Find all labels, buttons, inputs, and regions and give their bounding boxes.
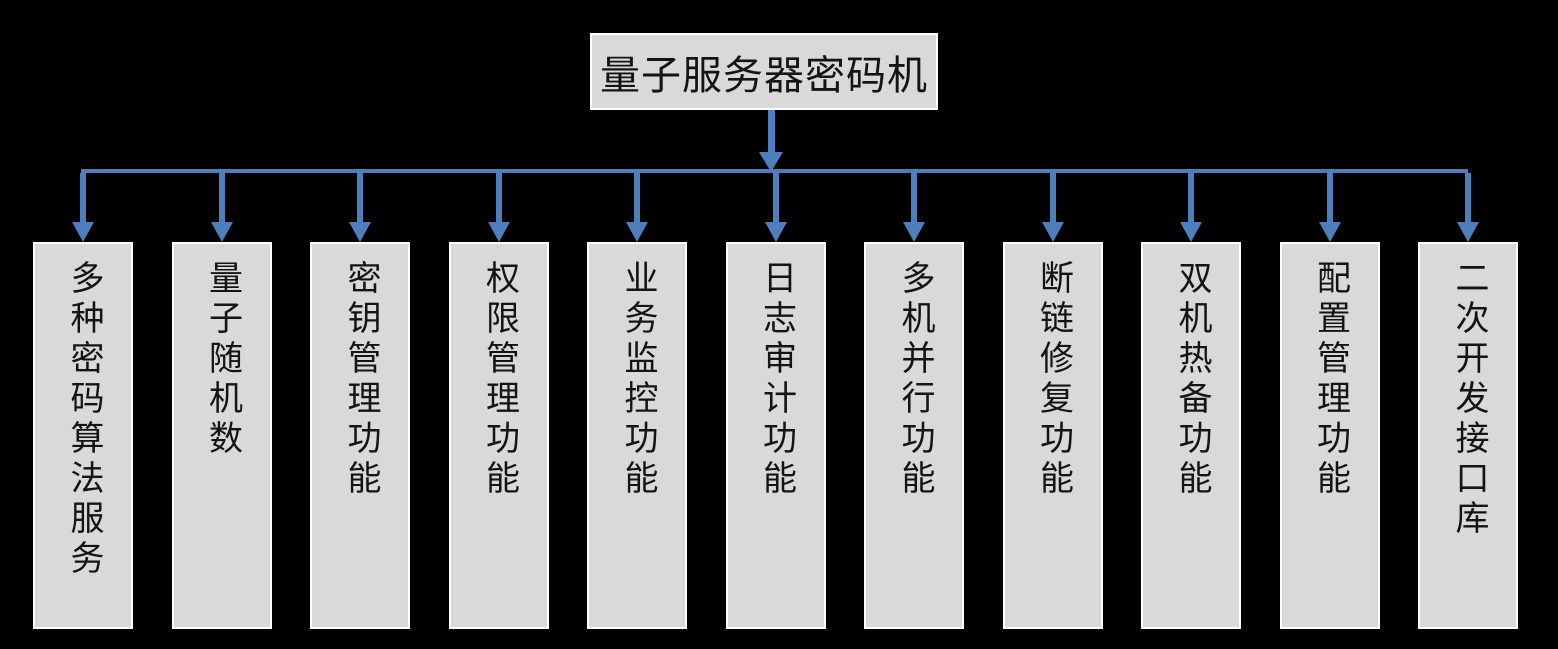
child-node-label: 量子随机数	[203, 260, 241, 460]
child-node-box: 多机并行功能	[864, 242, 964, 629]
child-node-box: 日志审计功能	[725, 242, 826, 629]
arrow-stem	[1049, 173, 1056, 222]
child-node-box: 配置管理功能	[1279, 242, 1380, 629]
arrow-down-icon	[349, 222, 371, 242]
child-node-box: 量子随机数	[171, 242, 272, 629]
root-node-label: 量子服务器密码机	[600, 52, 928, 98]
arrow-stem	[1465, 173, 1471, 222]
branch-node: 配置管理功能	[1279, 173, 1380, 629]
arrow-stem	[634, 173, 640, 222]
connector-bus-line	[81, 169, 1468, 173]
branch-node: 业务监控功能	[587, 173, 687, 629]
child-node-label: 密钥管理功能	[342, 260, 379, 500]
arrow-stem	[495, 173, 502, 222]
arrow-stem	[218, 173, 225, 222]
branch-node: 二次开发接口库	[1418, 173, 1518, 629]
arrow-down-icon	[1318, 222, 1341, 242]
arrow-stem	[357, 173, 363, 222]
arrow-down-icon	[1457, 222, 1479, 242]
arrow-down-icon	[626, 222, 648, 242]
branch-node: 密钥管理功能	[310, 173, 410, 629]
arrow-down-icon	[1180, 222, 1202, 242]
child-node-label: 配置管理功能	[1311, 260, 1349, 500]
root-arrow-down-icon	[759, 110, 783, 172]
child-node-box: 密钥管理功能	[310, 242, 410, 629]
branch-node: 多种密码算法服务	[33, 173, 133, 629]
child-node-label: 二次开发接口库	[1450, 260, 1487, 540]
arrow-down-icon	[1041, 222, 1064, 242]
arrow-head	[759, 152, 783, 172]
arrow-stem	[1188, 173, 1194, 222]
arrow-stem	[772, 173, 779, 222]
branch-node: 权限管理功能	[448, 173, 549, 629]
child-node-label: 权限管理功能	[480, 260, 518, 500]
arrow-down-icon	[903, 222, 925, 242]
child-node-label: 业务监控功能	[619, 260, 656, 500]
branch-node: 多机并行功能	[864, 173, 964, 629]
child-node-label: 双机热备功能	[1173, 260, 1210, 500]
branch-node: 量子随机数	[171, 173, 272, 629]
root-node-box: 量子服务器密码机	[590, 33, 938, 110]
children-row: 多种密码算法服务 量子随机数 密钥管理功能 权限管理功能	[33, 173, 1518, 629]
child-node-box: 断链修复功能	[1002, 242, 1103, 629]
child-node-label: 多机并行功能	[896, 260, 933, 500]
child-node-box: 二次开发接口库	[1418, 242, 1518, 629]
child-node-label: 断链修复功能	[1034, 260, 1072, 500]
arrow-stem	[1326, 173, 1333, 222]
arrow-stem	[767, 110, 775, 152]
arrow-stem	[80, 173, 86, 222]
child-node-label: 多种密码算法服务	[65, 260, 102, 580]
arrow-down-icon	[764, 222, 787, 242]
child-node-box: 多种密码算法服务	[33, 242, 133, 629]
arrow-down-icon	[72, 222, 94, 242]
branch-node: 日志审计功能	[725, 173, 826, 629]
child-node-label: 日志审计功能	[757, 260, 795, 500]
branch-node: 双机热备功能	[1141, 173, 1241, 629]
branch-node: 断链修复功能	[1002, 173, 1103, 629]
arrow-stem	[911, 173, 917, 222]
child-node-box: 双机热备功能	[1141, 242, 1241, 629]
child-node-box: 业务监控功能	[587, 242, 687, 629]
child-node-box: 权限管理功能	[448, 242, 549, 629]
arrow-down-icon	[210, 222, 233, 242]
arrow-down-icon	[487, 222, 510, 242]
